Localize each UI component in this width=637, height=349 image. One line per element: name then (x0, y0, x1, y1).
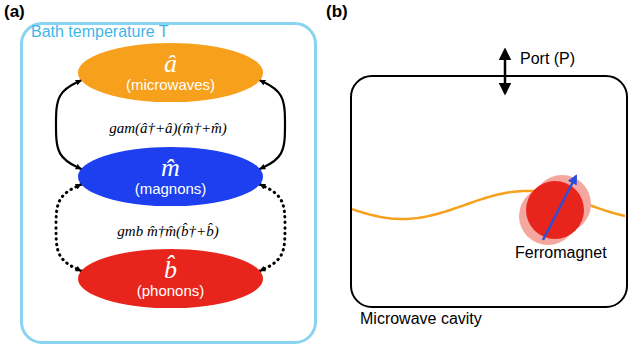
ellipse-fill (78, 249, 263, 308)
cavity-caption: Microwave cavity (360, 310, 482, 328)
phonon-mode-ellipse: b̂(phonons) (78, 249, 263, 308)
magnetization-arrow (543, 176, 576, 240)
ferromagnet-label: Ferromagnet (515, 244, 607, 262)
microwave-cavity: Microwave cavity (350, 75, 628, 308)
magnon-mode-ellipse: m̂(magnons) (78, 147, 263, 206)
mode-operator: â (164, 52, 177, 76)
ellipse-fill (78, 43, 263, 102)
mode-operator: b̂ (164, 258, 177, 282)
ellipse-fill (78, 147, 263, 206)
mode-name: (magnons) (135, 180, 207, 197)
panel-label: (b) (326, 2, 348, 22)
mode-name: (microwaves) (126, 76, 215, 93)
coupling-arrow (56, 80, 81, 169)
port-label: Port (P) (520, 50, 575, 68)
bath-region: Bath temperature T â(microwaves) m̂(magnon… (20, 22, 317, 344)
region-title: Bath temperature T (31, 23, 169, 41)
ellipse-text-block: â(microwaves) (78, 43, 263, 102)
ellipse-text-block: b̂(phonons) (78, 249, 263, 308)
port-arrow (504, 50, 507, 93)
dotted-coupling-arrow (260, 184, 285, 271)
panel-label: (a) (4, 2, 25, 22)
mode-name: (phonons) (137, 282, 205, 299)
mode-operator: m̂ (161, 156, 180, 180)
dotted-coupling-arrow (56, 184, 81, 271)
ferromagnet-sphere (526, 181, 584, 239)
coupling-term: gmb m̂†m̂(b̂†+b̂) (117, 223, 218, 240)
coupling-arrow (260, 80, 285, 169)
coupling-term: gam(â†+â)(m̂†+m̂) (109, 120, 227, 137)
ellipse-text-block: m̂(magnons) (78, 147, 263, 206)
microwave-mode-ellipse: â(microwaves) (78, 43, 263, 102)
